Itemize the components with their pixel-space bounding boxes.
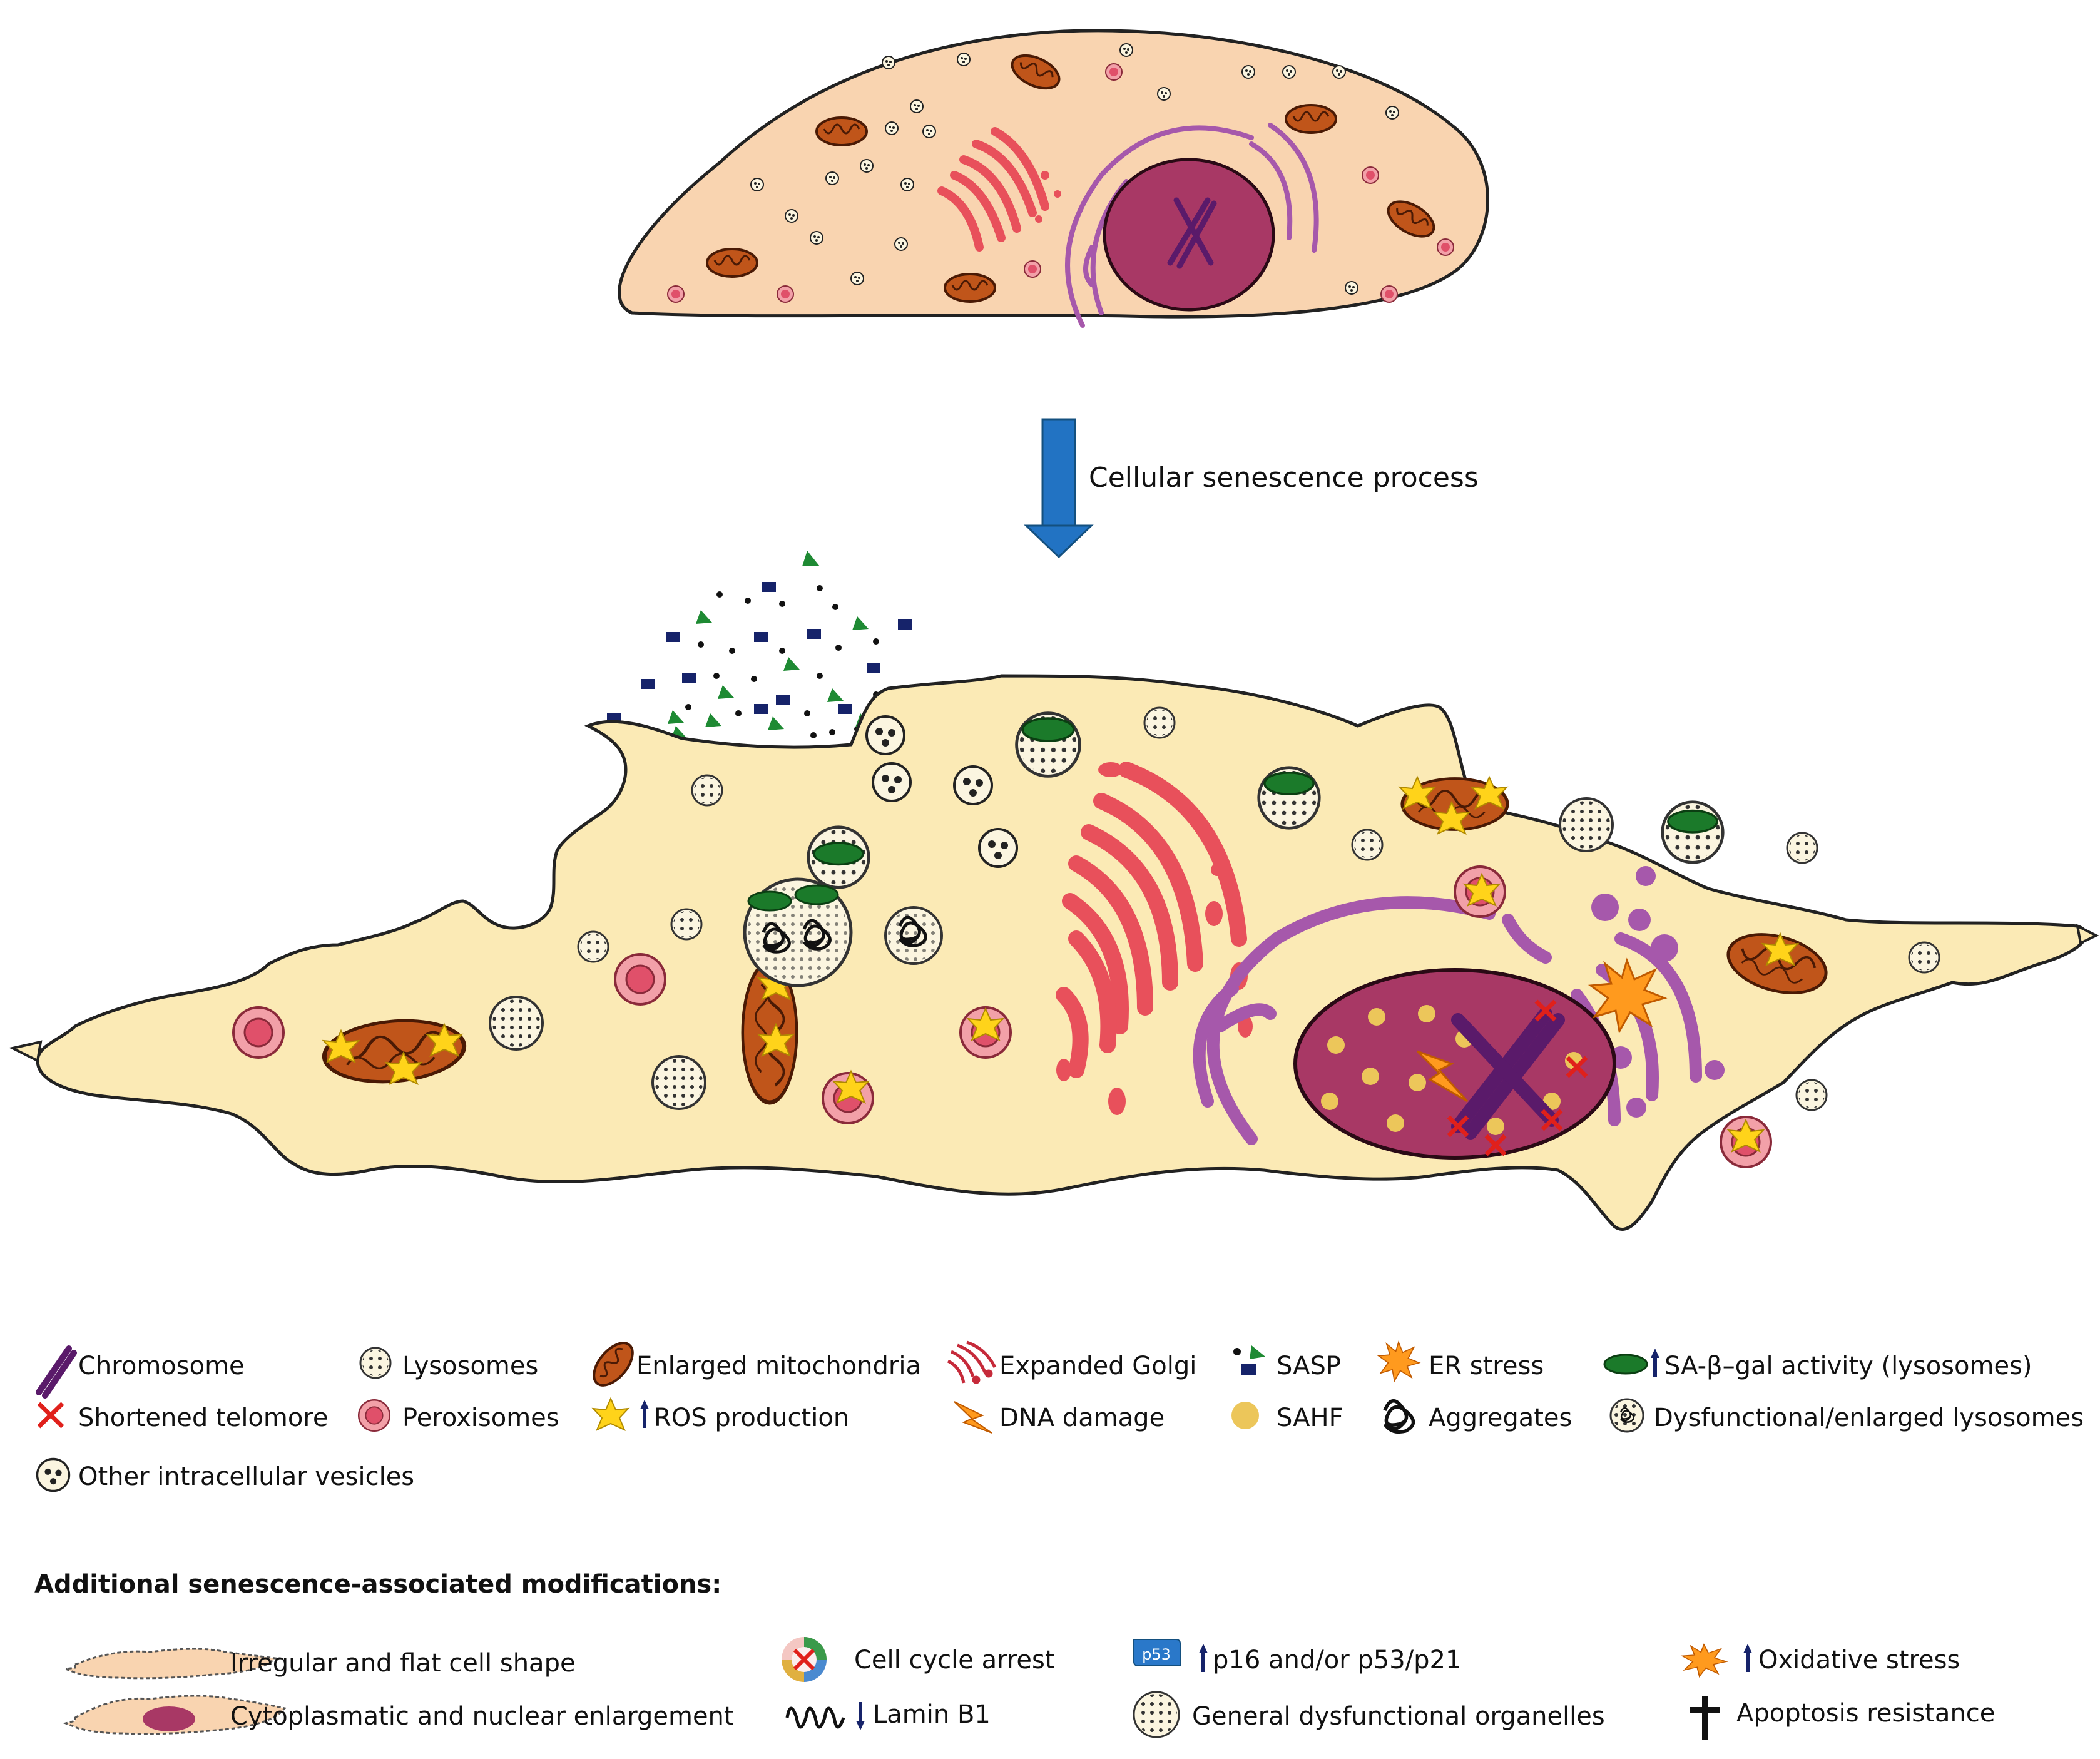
lysosomes-icon: [359, 1347, 392, 1379]
legend-lysosomes: Lysosomes: [402, 1352, 539, 1380]
senescent-cell: [1, 1, 2099, 1231]
additional-enlargement: Cytoplasmatic and nuclear enlargement: [230, 1702, 734, 1731]
dysfunctional-lysosome: [743, 877, 853, 987]
senescent-er: [1193, 896, 1702, 1145]
additional-title: Additional senescence-associated modific…: [34, 1570, 722, 1599]
legend-ros-production: ROS production: [654, 1404, 850, 1432]
apoptosis-resistance-icon: [1690, 1696, 1720, 1740]
ros-icon: [593, 1398, 629, 1430]
sahf-foci: [1321, 1005, 1583, 1135]
young-cell: [618, 29, 1489, 328]
cell-cycle-arrest-icon: [782, 1637, 827, 1682]
legend-dysfunctional-lysosomes: Dysfunctional/enlarged lysosomes: [1654, 1404, 2084, 1432]
oxidative-stress-icon: [1681, 1644, 1727, 1678]
aggregates-icon: [1385, 1401, 1414, 1432]
enlargement-icon: [63, 1695, 287, 1735]
up-arrow-icon: [640, 1349, 1752, 1672]
additional-apoptosis-resistance: Apoptosis resistance: [1736, 1699, 1996, 1728]
telomere-icon: [37, 1402, 64, 1429]
peroxisomes-icon: [357, 1399, 391, 1432]
p53-badge-icon: p53: [1133, 1639, 1181, 1666]
er-stress-icon: [1378, 1341, 1420, 1382]
legend-expanded-golgi: Expanded Golgi: [999, 1352, 1197, 1380]
legend-shortened-telomore: Shortened telomore: [78, 1404, 329, 1432]
legend-chromosome: Chromosome: [78, 1352, 245, 1380]
legend-er-stress: ER stress: [1429, 1352, 1544, 1380]
telomere-marks: [1447, 999, 1588, 1156]
sasp-icon: [1233, 1345, 1265, 1375]
legend-other-vesicles: Other intracellular vesicles: [78, 1462, 415, 1491]
process-arrow: [1024, 418, 1094, 559]
additional-cell-cycle-arrest: Cell cycle arrest: [854, 1646, 1055, 1675]
p53-badge-text: p53: [1142, 1646, 1171, 1663]
additional-irregular-shape: Irregular and flat cell shape: [230, 1649, 576, 1678]
dysfunctional-organelles-icon: [1133, 1691, 1180, 1738]
chromosome-icon: [36, 1345, 77, 1399]
young-golgi: [937, 127, 1049, 252]
legend-peroxisomes: Peroxisomes: [402, 1404, 559, 1432]
vesicles-icon: [36, 1457, 71, 1492]
sa-beta-gal-icon: [1603, 1354, 1648, 1375]
legend-enlarged-mitochondria: Enlarged mitochondria: [636, 1352, 921, 1380]
legend-sasp: SASP: [1277, 1352, 1342, 1380]
golgi-icon: [947, 1340, 997, 1384]
dna-damage-icon: [954, 1401, 992, 1434]
young-chromosome: [1167, 197, 1217, 269]
process-label: Cellular senescence process: [1089, 462, 1479, 494]
aggregate-lysosome: [884, 906, 943, 965]
dna-damage-bolt: [1416, 1050, 1469, 1103]
sahf-icon: [1231, 1402, 1259, 1429]
additional-dysfunctional-organelles: General dysfunctional organelles: [1192, 1702, 1605, 1731]
legend-sa-beta-gal: SA-β–gal activity (lysosomes): [1664, 1352, 2032, 1380]
mitochondria-icon: [585, 1335, 641, 1394]
young-er: [1065, 123, 1319, 328]
additional-lamin-b1: Lamin B1: [873, 1700, 991, 1729]
down-arrow-icon: [856, 1702, 865, 1730]
expanded-golgi: [1056, 762, 1247, 1078]
legend-dna-damage: DNA damage: [999, 1404, 1165, 1432]
flat-cell-shape-icon: [62, 1648, 278, 1680]
additional-p16-p53: p16 and/or p53/p21: [1213, 1646, 1462, 1675]
legend-sahf: SAHF: [1277, 1404, 1343, 1432]
legend-icons: p53: [36, 1335, 1752, 1740]
senescent-chromosomes: [1451, 1007, 1565, 1140]
legend-aggregates: Aggregates: [1429, 1404, 1572, 1432]
lamin-b1-icon: [785, 1706, 845, 1729]
additional-oxidative-stress: Oxidative stress: [1758, 1646, 1960, 1675]
dysfunctional-lysosomes-icon: [1609, 1398, 1644, 1433]
